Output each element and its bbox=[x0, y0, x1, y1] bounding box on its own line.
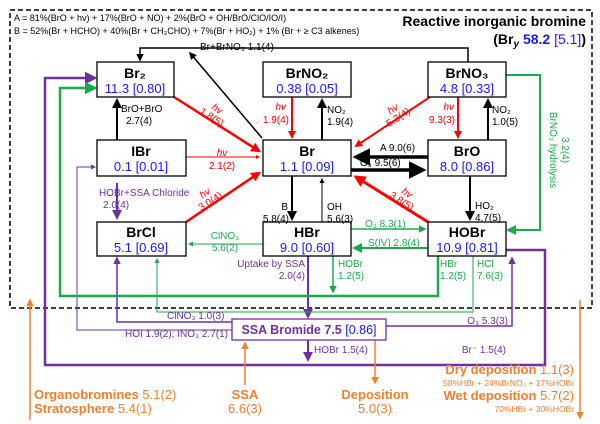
svg-text:5.6(2): 5.6(2) bbox=[212, 243, 238, 254]
svg-text:B: B bbox=[281, 202, 288, 213]
svg-text:HBr: HBr bbox=[440, 259, 458, 270]
svg-text:1.0(5): 1.0(5) bbox=[492, 117, 518, 128]
svg-text:BrNO₃ hydrolysis: BrNO₃ hydrolysis bbox=[547, 112, 558, 188]
svg-text:Stratosphere 5.4(1): Stratosphere 5.4(1) bbox=[34, 401, 152, 416]
svg-text:Br: Br bbox=[299, 143, 315, 159]
svg-text:NO₂: NO₂ bbox=[492, 105, 511, 116]
svg-text:HOI 1.9(2); INO₃ 2.7(1): HOI 1.9(2); INO₃ 2.7(1) bbox=[125, 329, 228, 340]
svg-text:11.3 [0.80]: 11.3 [0.80] bbox=[105, 81, 165, 96]
svg-text:Br⁻ 1.5(4): Br⁻ 1.5(4) bbox=[462, 345, 506, 356]
bry-total: (Bry 58.2 [5.1]) bbox=[493, 31, 586, 50]
svg-text:ClNO₃: ClNO₃ bbox=[211, 231, 240, 242]
svg-text:ClNO₃ 1.0(3): ClNO₃ 1.0(3) bbox=[167, 311, 224, 322]
svg-text:IBr: IBr bbox=[131, 143, 151, 159]
external-arrows bbox=[26, 298, 584, 420]
svg-text:1.2(5): 1.2(5) bbox=[440, 271, 466, 282]
svg-text:hv: hv bbox=[217, 148, 229, 159]
svg-text:hv: hv bbox=[275, 102, 287, 113]
svg-text:Br₂: Br₂ bbox=[124, 65, 146, 81]
svg-text:A 9.0(6): A 9.0(6) bbox=[380, 143, 415, 154]
svg-text:HOBr 1.5(4): HOBr 1.5(4) bbox=[314, 345, 368, 356]
svg-text:Uptake by SSA: Uptake by SSA bbox=[237, 259, 305, 270]
svg-text:O₃ 8.3(1): O₃ 8.3(1) bbox=[365, 219, 406, 230]
svg-text:5.0(3): 5.0(3) bbox=[358, 401, 392, 416]
svg-text:9.3(3): 9.3(3) bbox=[429, 115, 455, 126]
svg-text:BrNO₂: BrNO₂ bbox=[286, 65, 329, 81]
svg-text:NO₂: NO₂ bbox=[327, 105, 346, 116]
svg-text:BrO: BrO bbox=[454, 143, 481, 159]
svg-text:O₃ 5.3(3): O₃ 5.3(3) bbox=[467, 316, 508, 327]
svg-text:4.8 [0.33]: 4.8 [0.33] bbox=[440, 81, 494, 96]
svg-text:1.1 [0.09]: 1.1 [0.09] bbox=[280, 159, 334, 174]
svg-text:Wet deposition 5.7(2): Wet deposition 5.7(2) bbox=[443, 388, 574, 403]
svg-text:Deposition: Deposition bbox=[341, 387, 408, 402]
svg-text:BrCl: BrCl bbox=[126, 224, 156, 240]
svg-text:Dry deposition 1.1(3): Dry deposition 1.1(3) bbox=[445, 362, 574, 377]
svg-text:5.8(4): 5.8(4) bbox=[263, 214, 289, 225]
svg-text:2.0(4): 2.0(4) bbox=[279, 271, 305, 282]
svg-text:8.0 [0.86]: 8.0 [0.86] bbox=[440, 159, 494, 174]
ssa-loops bbox=[43, 71, 547, 367]
svg-text:70%HBr + 30%HOBr: 70%HBr + 30%HOBr bbox=[494, 404, 574, 414]
svg-text:58%HBr + 24%BrNO₃ + 17%HOBr: 58%HBr + 24%BrNO₃ + 17%HOBr bbox=[443, 378, 574, 388]
svg-text:HCl: HCl bbox=[477, 259, 494, 270]
gas-phase-arrows bbox=[112, 47, 493, 222]
svg-text:0.38 [0.05]: 0.38 [0.05] bbox=[276, 81, 337, 96]
svg-text:2.1(2): 2.1(2) bbox=[209, 161, 235, 172]
title: Reactive inorganic bromine bbox=[402, 13, 586, 29]
svg-text:6.6(3): 6.6(3) bbox=[228, 401, 262, 416]
svg-text:5.1 [0.69]: 5.1 [0.69] bbox=[114, 240, 168, 255]
svg-text:BrO+BrO: BrO+BrO bbox=[121, 104, 163, 115]
svg-text:HO₂: HO₂ bbox=[475, 201, 494, 212]
svg-text:HBr: HBr bbox=[294, 224, 320, 240]
svg-text:HOBr: HOBr bbox=[338, 259, 364, 270]
svg-text:HOBr: HOBr bbox=[449, 224, 486, 240]
svg-text:HOBr+SSA Chloride: HOBr+SSA Chloride bbox=[99, 188, 190, 199]
svg-text:0.1 [0.01]: 0.1 [0.01] bbox=[114, 159, 168, 174]
legend-b: B = 52%(Br + HCHO) + 40%(Br + CH₃CHO) + … bbox=[14, 26, 359, 36]
svg-text:1.9(4): 1.9(4) bbox=[327, 117, 353, 128]
external-fluxes: Organobromines 5.1(2) Stratosphere 5.4(1… bbox=[34, 362, 574, 416]
svg-text:S(IV) 2.8(4): S(IV) 2.8(4) bbox=[368, 238, 420, 249]
species-ssa-bromide[interactable]: SSA Bromide 7.5 [0.86] bbox=[231, 318, 387, 341]
svg-text:BrNO₃: BrNO₃ bbox=[445, 65, 488, 81]
svg-text:1.9(4): 1.9(4) bbox=[263, 115, 289, 126]
svg-text:3.2(4): 3.2(4) bbox=[559, 137, 570, 163]
heterogeneous-arrows bbox=[58, 74, 541, 313]
svg-text:SSA: SSA bbox=[232, 387, 259, 402]
species-br[interactable]: Br1.1 [0.09] bbox=[262, 139, 352, 177]
svg-text:7.6(3): 7.6(3) bbox=[477, 271, 503, 282]
legend-a: A = 81%(BrO + hv) + 17%(BrO + NO) + 2%(B… bbox=[14, 13, 286, 23]
svg-text:4.7(5): 4.7(5) bbox=[475, 213, 501, 224]
svg-text:2.7(4): 2.7(4) bbox=[126, 116, 152, 127]
svg-text:Br+BrNO₃ 1.1(4): Br+BrNO₃ 1.1(4) bbox=[200, 42, 274, 53]
photolysis-arrows bbox=[173, 95, 462, 224]
svg-text:OH: OH bbox=[327, 202, 342, 213]
reactive-bromine-boundary bbox=[9, 9, 593, 309]
svg-text:1.2(5): 1.2(5) bbox=[338, 271, 364, 282]
svg-text:9.0 [0.60]: 9.0 [0.60] bbox=[280, 240, 334, 255]
svg-text:Organobromines 5.1(2): Organobromines 5.1(2) bbox=[34, 387, 176, 402]
svg-text:SSA Bromide 7.5 [0.86]: SSA Bromide 7.5 [0.86] bbox=[241, 323, 376, 337]
svg-text:hv: hv bbox=[443, 102, 455, 113]
svg-text:O₃ 9.5(6): O₃ 9.5(6) bbox=[360, 158, 401, 169]
svg-text:2.0(4): 2.0(4) bbox=[103, 200, 129, 211]
svg-text:5.6(3): 5.6(3) bbox=[327, 214, 353, 225]
svg-text:10.9 [0.81]: 10.9 [0.81] bbox=[436, 240, 497, 255]
